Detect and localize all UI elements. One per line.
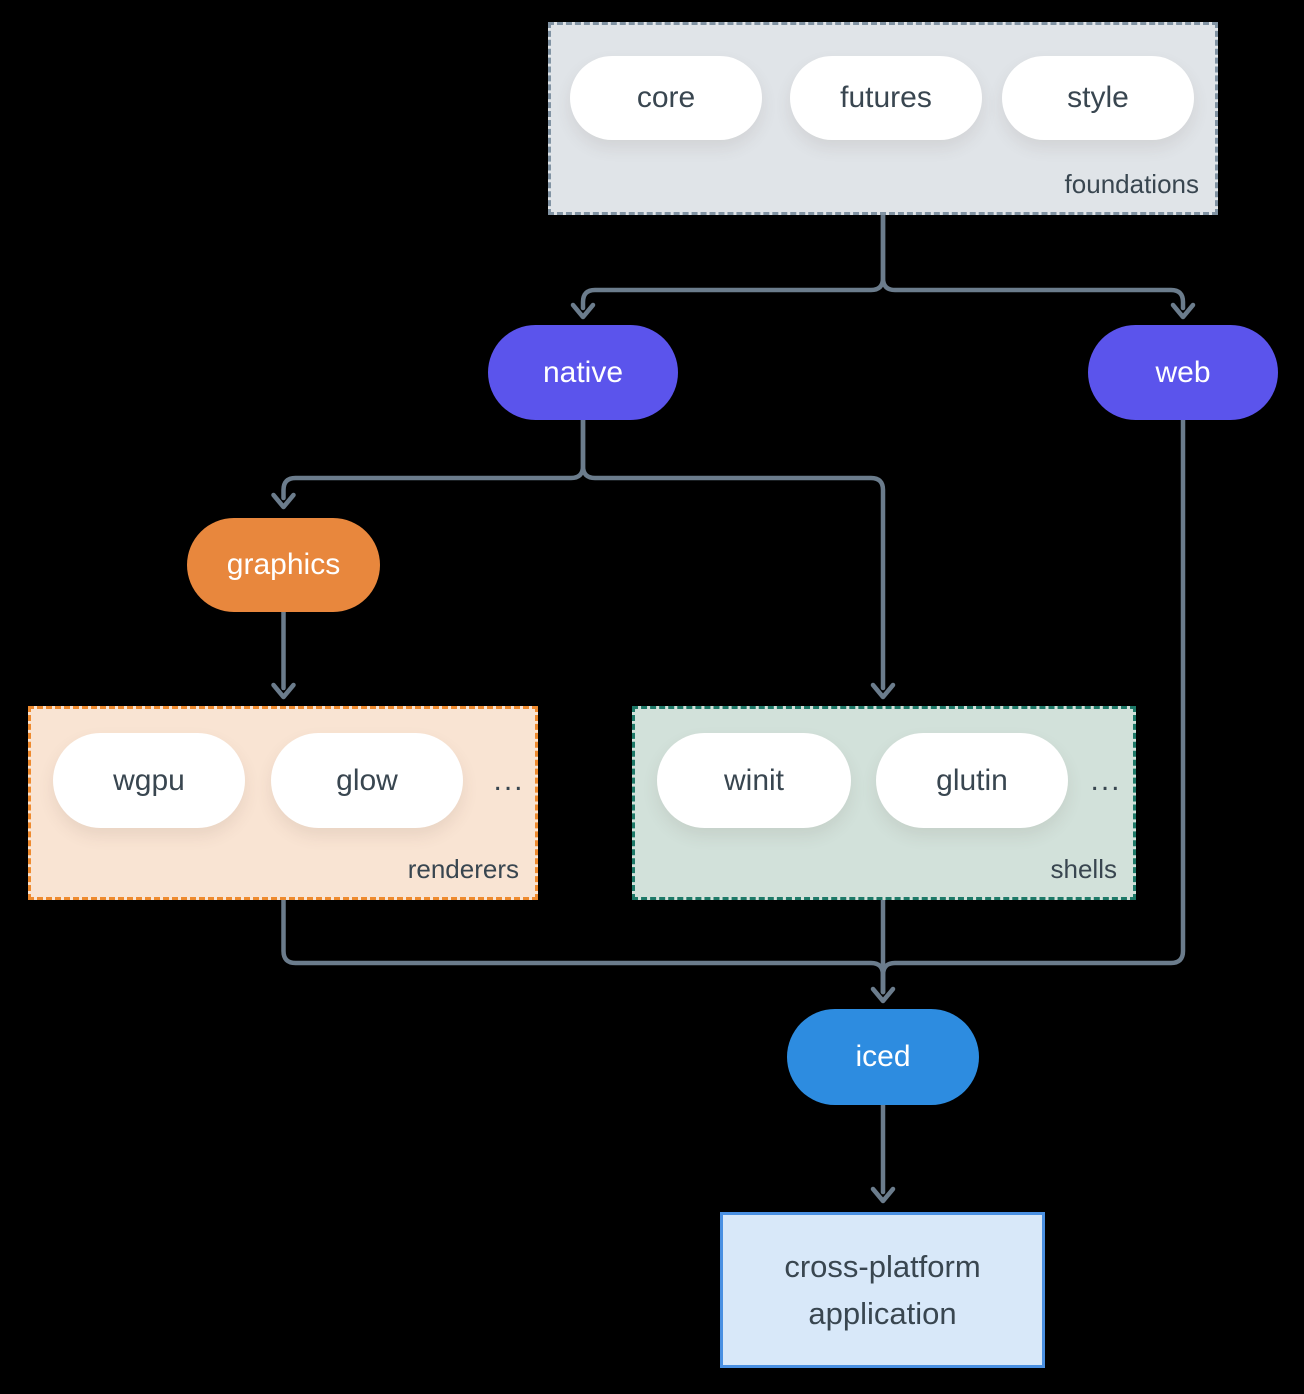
node-glow-label: glow (336, 763, 398, 797)
arrowhead-shells (870, 682, 896, 700)
node-style: style (1002, 56, 1194, 140)
arrowhead-renderers (271, 682, 296, 700)
node-graphics: graphics (187, 518, 380, 612)
node-winit-label: winit (723, 763, 784, 797)
node-core-label: core (636, 81, 696, 114)
group-renderers: wgpu glow ... renderers (28, 706, 538, 900)
application-label-line1: cross-platform (784, 1249, 981, 1284)
edge-renderers-iced (281, 897, 886, 995)
node-web-label: web (1155, 355, 1211, 389)
edge-foundations-native (580, 212, 886, 311)
group-foundations: core futures style foundations (548, 22, 1218, 215)
node-glutin-label: glutin (936, 763, 1008, 797)
node-glow: glow (271, 733, 463, 828)
edge-native-shells (580, 417, 886, 691)
node-glutin: glutin (876, 733, 1068, 828)
group-foundations-label: foundations (1064, 169, 1199, 199)
application-label-line2: application (808, 1296, 957, 1331)
node-native-label: native (542, 355, 624, 389)
renderers-ellipsis: ... (493, 763, 525, 797)
group-shells-label: shells (1050, 854, 1117, 884)
node-futures-label: futures (840, 81, 932, 114)
node-winit: winit (657, 733, 851, 828)
edge-native-graphics (281, 417, 586, 501)
node-iced: iced (787, 1009, 979, 1105)
group-shells: winit glutin ... shells (632, 706, 1136, 900)
node-web: web (1088, 325, 1278, 420)
node-style-label: style (1067, 81, 1129, 114)
node-core: core (570, 56, 762, 140)
node-iced-label: iced (855, 1040, 911, 1073)
arrowhead-native (570, 302, 596, 320)
node-wgpu-label: wgpu (113, 763, 185, 797)
node-graphics-label: graphics (226, 548, 341, 581)
arrowhead-graphics (271, 492, 296, 510)
group-renderers-label: renderers (407, 854, 519, 884)
shells-ellipsis: ... (1090, 763, 1122, 797)
edge-foundations-web (880, 212, 1186, 311)
arrowhead-web (1170, 302, 1196, 320)
arrowhead-iced (870, 986, 896, 1004)
arrowhead-application (870, 1186, 896, 1204)
node-wgpu: wgpu (53, 733, 245, 828)
node-native: native (488, 325, 678, 420)
node-futures: futures (790, 56, 982, 140)
node-cross-platform-application: cross-platform application (720, 1212, 1045, 1368)
